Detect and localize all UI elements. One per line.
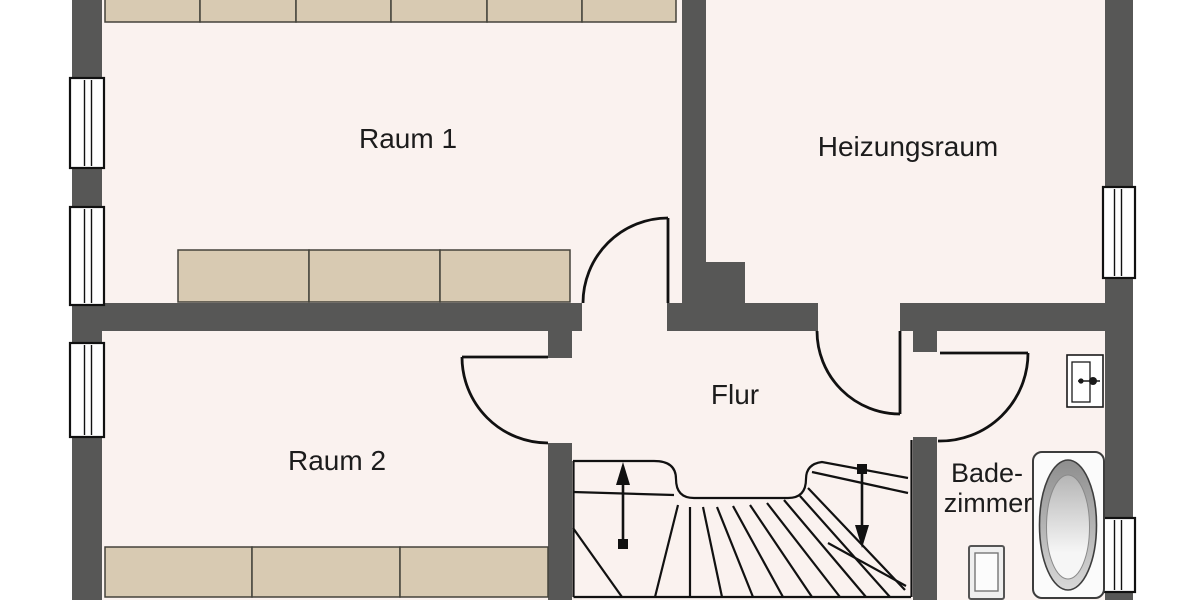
wall-raum1-raum2 bbox=[102, 303, 582, 331]
wall-right-exterior bbox=[1105, 0, 1133, 600]
window-icon bbox=[1101, 516, 1137, 594]
cabinet-block bbox=[581, 0, 677, 23]
wall-raum2-stairs bbox=[548, 443, 572, 600]
window-icon bbox=[68, 76, 106, 170]
wall-chimney-step bbox=[706, 262, 745, 330]
door-swing-icon-badezimmer bbox=[937, 351, 1030, 443]
wall-raum2-flur-stub bbox=[548, 331, 572, 358]
cabinet-block bbox=[486, 0, 583, 23]
stairs-icon bbox=[572, 440, 913, 599]
wall-badezimmer-north bbox=[900, 303, 1105, 331]
window-icon bbox=[1101, 185, 1137, 280]
cabinet-block bbox=[199, 0, 297, 23]
cabinet-block bbox=[177, 249, 310, 303]
electrical-panel-icon bbox=[1066, 354, 1104, 408]
wall-raum1-heizungsraum bbox=[682, 0, 706, 330]
door-swing-icon-raum1 bbox=[581, 216, 670, 304]
toilet-icon bbox=[968, 545, 1005, 600]
room-label-flur: Flur bbox=[711, 379, 759, 410]
room-label-raum1: Raum 1 bbox=[359, 123, 457, 154]
door-swing-icon-raum2 bbox=[460, 355, 549, 445]
cabinet-block bbox=[439, 249, 571, 303]
cabinet-block bbox=[104, 0, 201, 23]
room-label-heizungsraum: Heizungsraum bbox=[818, 131, 999, 162]
window-icon bbox=[68, 205, 106, 307]
room-label-raum2: Raum 2 bbox=[288, 445, 386, 476]
bathtub-icon bbox=[1032, 451, 1105, 599]
down-arrow-icon bbox=[855, 464, 869, 548]
up-arrow-icon bbox=[616, 462, 630, 549]
room-label-badezimmer-line1: Bade- bbox=[951, 458, 1023, 488]
cabinet-block bbox=[251, 546, 401, 598]
wall-stairs-badezimmer-stub bbox=[913, 331, 937, 352]
cabinet-block bbox=[104, 546, 253, 598]
cabinet-block bbox=[399, 546, 549, 598]
window-icon bbox=[68, 341, 106, 439]
doors bbox=[460, 216, 1030, 445]
wall-stairs-badezimmer bbox=[913, 437, 937, 600]
windows bbox=[68, 76, 1137, 594]
furniture bbox=[104, 0, 677, 598]
cabinet-block bbox=[390, 0, 488, 23]
room-label-badezimmer-line2: zimmer bbox=[944, 488, 1033, 518]
door-swing-icon-heizungsraum bbox=[815, 330, 902, 416]
cabinet-block bbox=[308, 249, 441, 303]
cabinet-block bbox=[295, 0, 392, 23]
